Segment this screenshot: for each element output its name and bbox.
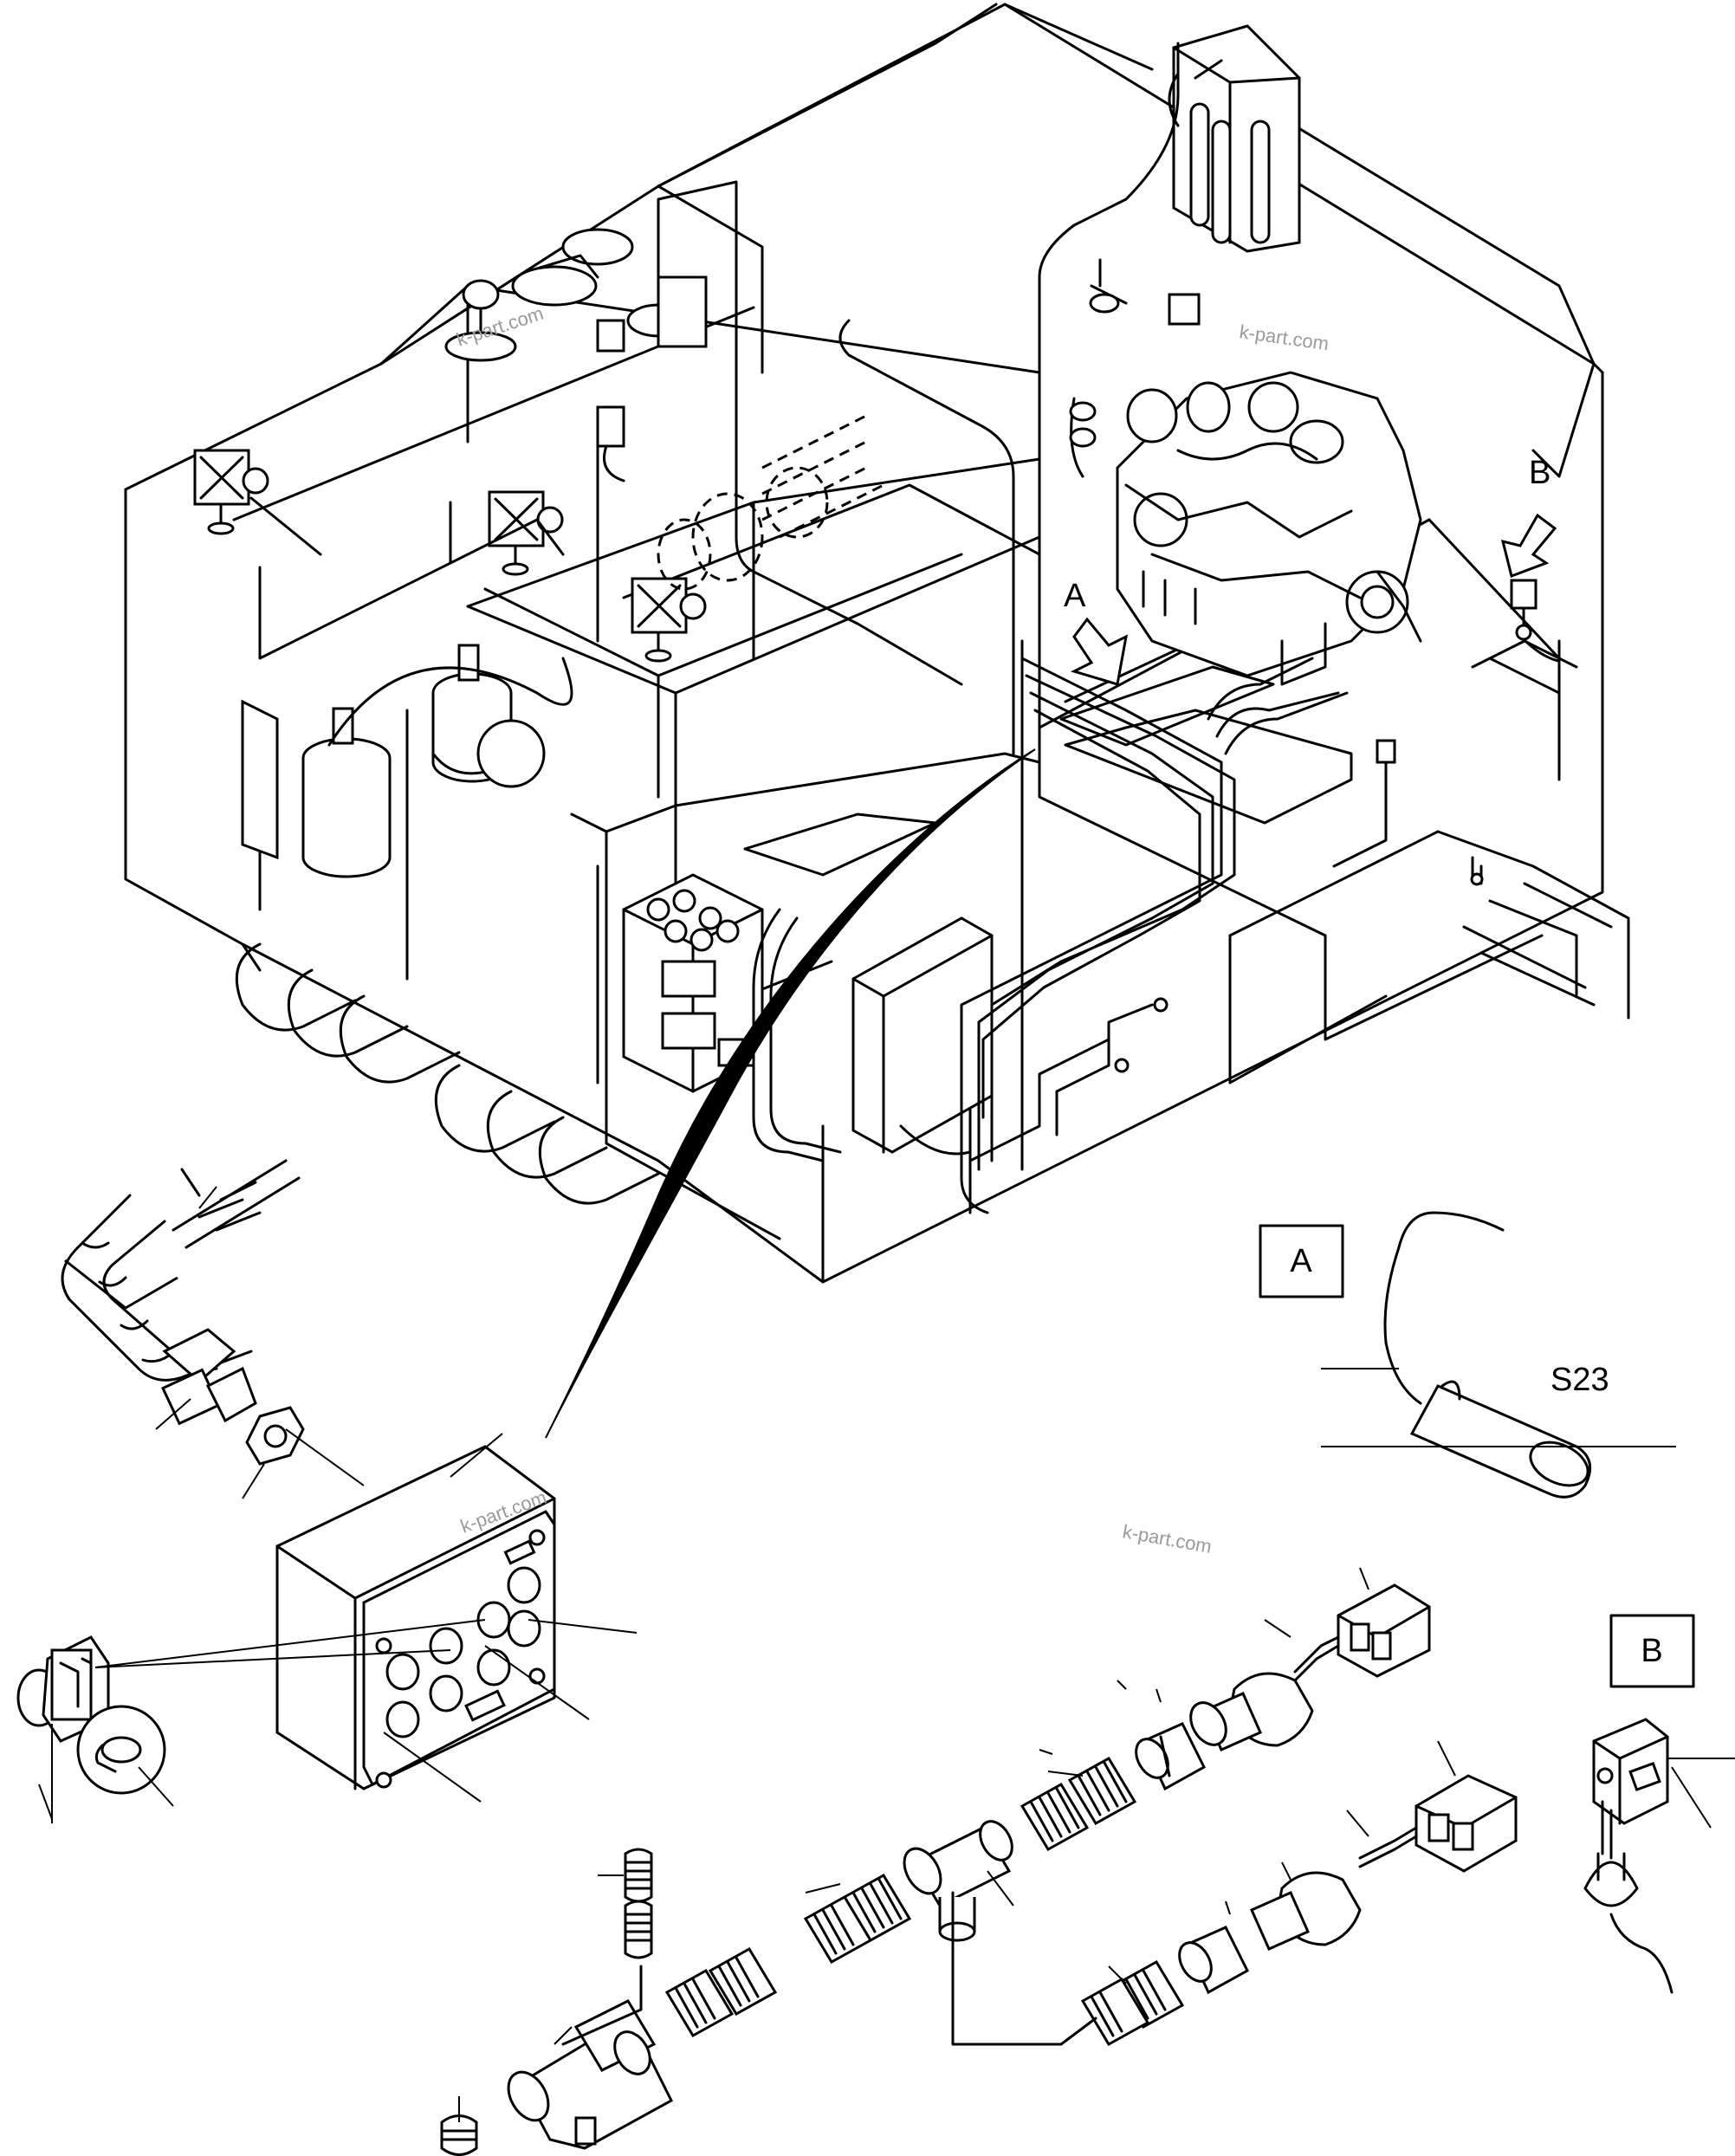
leader-lines [38,1368,1735,2122]
work-lamp-center [488,490,564,576]
view-b-frame: B [1609,1614,1695,1688]
push-button-switch [16,1635,166,1795]
view-a-label: A [1290,1243,1312,1279]
air-tank [241,644,573,878]
view-a-frame: A [1259,1224,1344,1298]
tank-caps [444,228,708,482]
flexible-conduit [61,1159,305,1466]
view-b-label: B [1641,1633,1662,1669]
work-lamp-right [631,577,707,663]
work-lamp-left [193,449,269,535]
engine [1069,258,1422,686]
leader-wedge [545,748,1036,1439]
watermark-4: k-part.com [1121,1520,1214,1557]
watermark-1: k-part.com [1238,320,1330,354]
switch-box [275,1445,556,1790]
junction-box [851,916,994,1154]
machine-body [124,3,1630,1284]
callout-b-label: B [1529,455,1550,491]
callout-arrow-b [1500,513,1557,578]
switch-b-in-machine [1471,579,1578,669]
callout-arrow-a [1070,617,1129,686]
sensor-s23-label: S23 [1550,1362,1609,1398]
sensor-s23 [1383,1211,1592,1499]
connector-chain [440,1583,1518,2156]
crawler-track [235,942,660,1205]
callout-a-label: A [1064,578,1086,614]
hidden-component [657,414,884,591]
wire-harness [249,42,1484,1214]
radiator [1168,24,1301,253]
float-switch [1583,1718,1673,1994]
